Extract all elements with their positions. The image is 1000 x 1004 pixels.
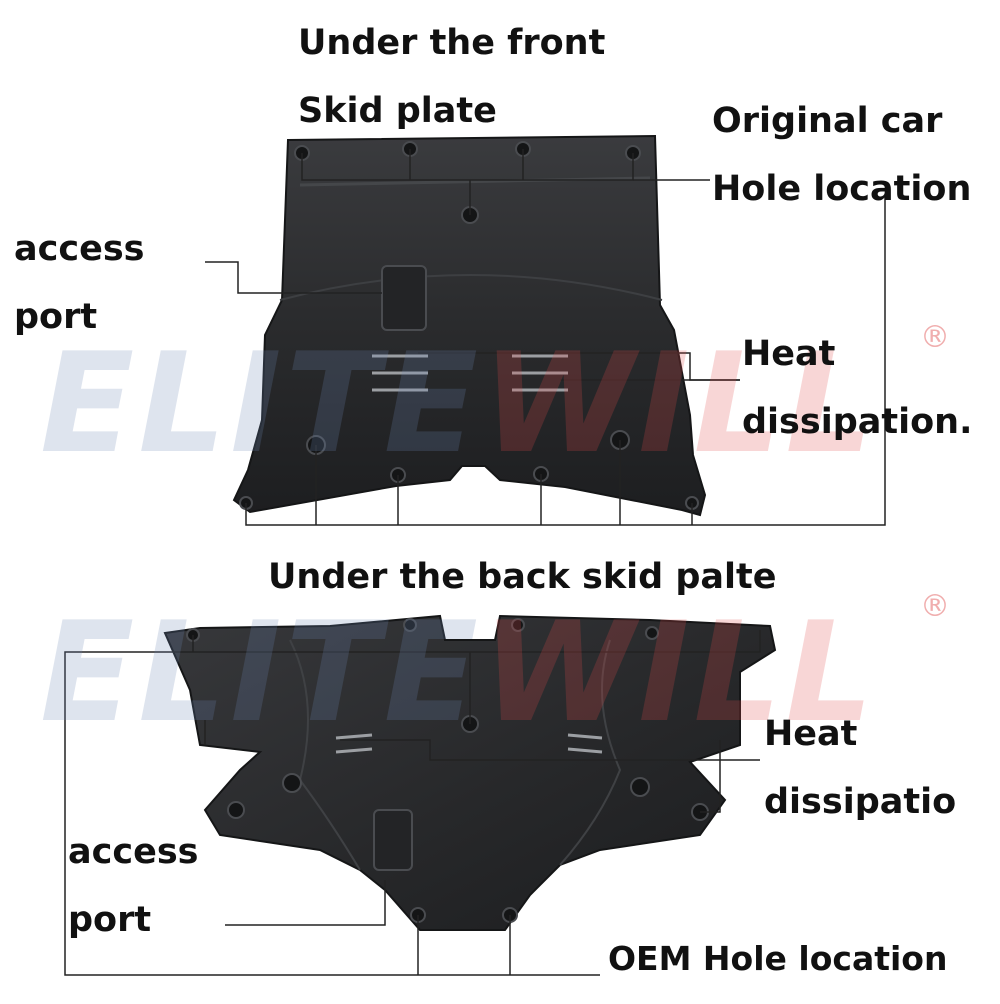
- rear-access-port: [373, 809, 413, 871]
- front-leader-lines: [205, 149, 886, 526]
- front-hole-label-line2: Hole location: [712, 169, 972, 209]
- front-skid-plate: [232, 134, 707, 517]
- watermark-part2: WILL: [481, 592, 878, 753]
- watermark-bottom: ELITEWILL: [40, 604, 877, 742]
- rear-plate-contour-right: [559, 639, 622, 866]
- front-heat-label-line2: dissipation.: [742, 402, 973, 442]
- front-title-line2: Skid plate: [298, 91, 497, 131]
- rear-access-label-line1: access: [68, 832, 199, 872]
- registered-mark-bottom: ®: [920, 589, 950, 624]
- front-hole-label-line1: Original car: [712, 101, 943, 141]
- rear-heat-label-line1: Heat: [764, 714, 858, 754]
- front-heat-vents: [372, 354, 568, 392]
- front-plate-crease: [279, 274, 663, 301]
- front-access-port: [381, 265, 427, 331]
- rear-title: Under the back skid palte: [268, 557, 777, 597]
- rear-leader-lines: [64, 630, 761, 976]
- front-plate-ridge: [299, 176, 651, 187]
- rear-heat-label-line2: dissipatio: [764, 782, 957, 822]
- rear-skid-plate: [163, 614, 777, 931]
- rear-access-label-line2: port: [68, 900, 152, 940]
- watermark-part1: ELITE: [40, 592, 482, 753]
- rear-hole-label: OEM Hole location: [608, 939, 948, 978]
- watermark-part2: WILL: [481, 323, 878, 484]
- front-heat-label-line1: Heat: [742, 334, 836, 374]
- registered-mark-top: ®: [920, 320, 950, 355]
- front-access-label-line2: port: [14, 297, 98, 337]
- watermark-top: ELITEWILL: [40, 335, 877, 473]
- front-access-label-line1: access: [14, 229, 145, 269]
- watermark-part1: ELITE: [40, 323, 482, 484]
- rear-heat-vents: [335, 733, 603, 754]
- front-title-line1: Under the front: [298, 23, 606, 63]
